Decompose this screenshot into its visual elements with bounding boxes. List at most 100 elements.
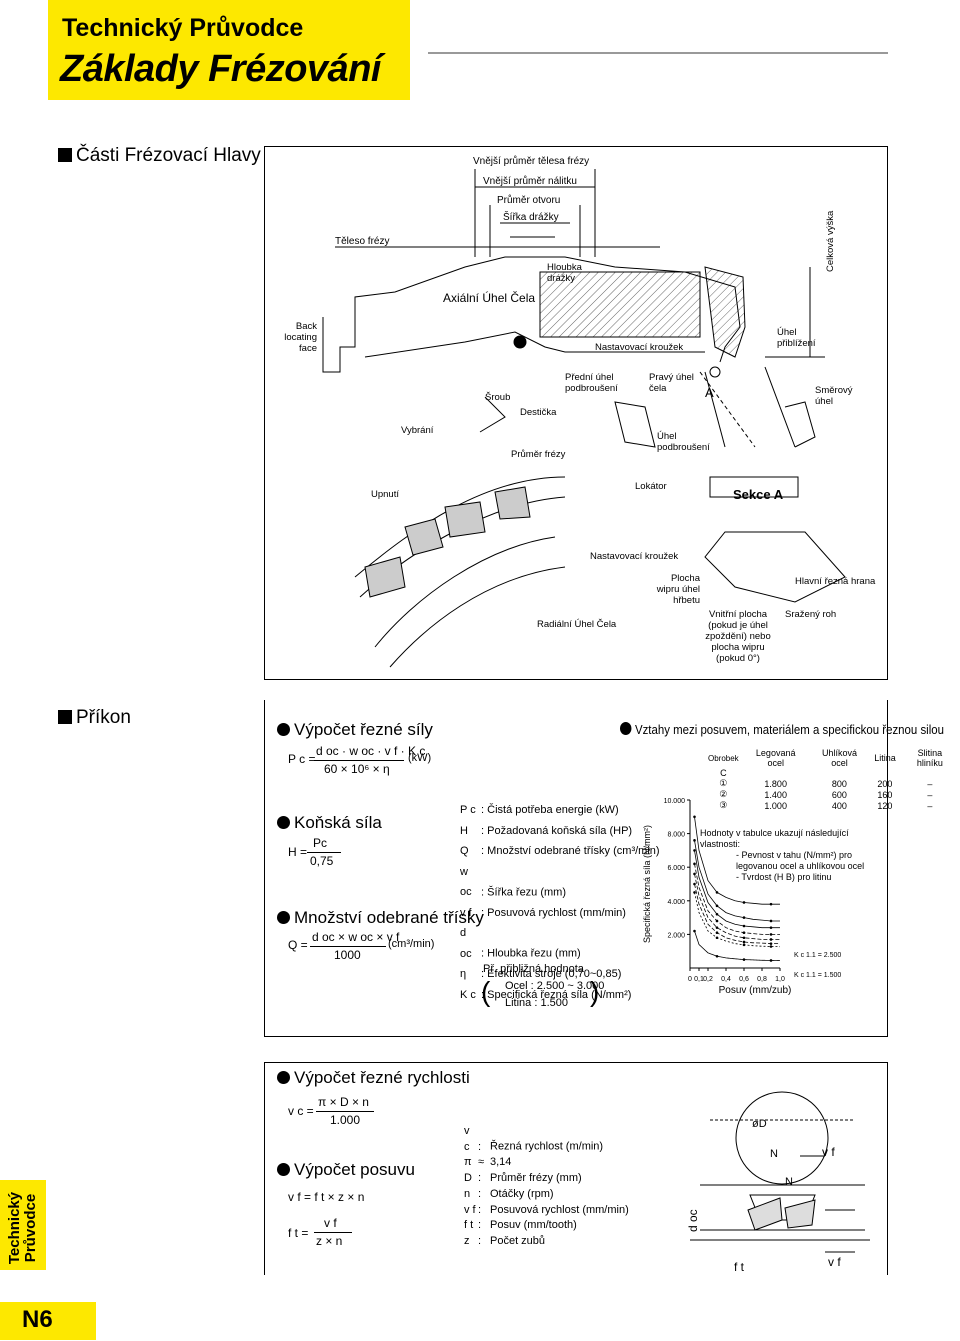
legend-row: v f:Posuvová rychlost (mm/min): [464, 1203, 629, 1216]
data-point: [769, 902, 773, 906]
vf-equation: v f = f t × z × n: [288, 1190, 365, 1204]
data-point: [769, 933, 773, 936]
vc-denominator: 1.000: [330, 1113, 361, 1127]
fraction-bar: [307, 852, 341, 853]
q-numerator: d oc × w oc × v f: [312, 930, 400, 944]
square-bullet-icon: [58, 148, 72, 162]
fraction-bar: [314, 1232, 352, 1233]
label-keyway-depth: Hloubka drážky: [547, 262, 582, 284]
label-front-clearance: Přední úhel podbroušení: [565, 372, 618, 394]
paren-left: (: [481, 976, 491, 1007]
pc-lhs: P c =: [288, 752, 316, 766]
legend-row: z:Počet zubů: [464, 1234, 546, 1247]
data-point: [769, 945, 773, 948]
chart-legend: Obrobek Legovaná ocel Uhlíková ocel Liti…: [704, 748, 960, 811]
bullet-icon: [277, 723, 290, 736]
series-line: [694, 816, 780, 905]
fig-rpm-1: N: [770, 1148, 778, 1160]
legend-row: K c : Specifická řezná síla (N/mm²): [460, 988, 632, 1001]
legend-col-alloy: Legovaná ocel: [755, 748, 796, 768]
legend-col-alu: Slitina hliníku: [916, 748, 943, 768]
legend-row: v c:Řezná rychlost (m/min): [464, 1125, 604, 1153]
fig-diameter: øD: [752, 1118, 767, 1130]
header-rule: [428, 52, 888, 54]
legend-row: n:Otáčky (rpm): [464, 1187, 554, 1200]
legend-row: P c : Čistá potřeba energie (kW): [460, 804, 619, 816]
label-true-rake: Pravý úhel čela: [649, 372, 694, 394]
data-point: [742, 943, 746, 947]
example-cast: Litina : 1.500: [505, 997, 568, 1009]
label-inner-face: Vnitřní plocha (pokud je úhel zpoždění) …: [705, 609, 771, 664]
y-tick-label: 10.000: [664, 798, 686, 805]
data-point: [742, 940, 746, 944]
legend-row: H : Požadovaná koňská síla (HP): [460, 824, 633, 837]
series-line: [694, 850, 780, 929]
series-line: [694, 840, 780, 922]
label-cutter-body: Těleso frézy: [335, 236, 390, 247]
label-axial-rake: Axiální Úhel Čela: [443, 291, 536, 305]
legend-workpiece: Obrobek: [708, 753, 739, 763]
example-title: Př. přibližná hodnota: [483, 963, 584, 975]
label-radial-rake: Radiální Úhel Čela: [537, 619, 617, 630]
x-axis-label: Posuv (mm/zub): [719, 985, 792, 996]
q-lhs: Q =: [288, 938, 308, 952]
chart-heading: Vztahy mezi posuvem, materiálem a specif…: [620, 722, 944, 737]
label-recess: Vybrání: [401, 425, 434, 436]
legend-row: d oc : Hloubka řezu (mm): [460, 927, 581, 960]
label-wiper-flat: Plocha wipru úhel hřbetu: [656, 573, 700, 606]
pc-numerator: d oc · w oc · v f · K c: [316, 744, 426, 758]
kc1-label: K c 1.1 = 2.500: [794, 952, 842, 959]
data-point: [715, 954, 719, 958]
series-line: [694, 892, 781, 948]
header-banner: [48, 0, 410, 100]
speed-legend: v c:Řezná rychlost (m/min) π≈3,14 D:Prům…: [464, 1124, 629, 1250]
x-tick-label: 1,0: [775, 976, 785, 983]
label-insert: Destička: [520, 407, 557, 418]
heading-cutting-speed: Výpočet řezné rychlosti: [277, 1068, 470, 1088]
hp-denominator: 0,75: [310, 854, 334, 868]
label-point-a: A: [705, 385, 714, 400]
bullet-icon: [277, 816, 290, 829]
section-title-power: Příkon: [58, 707, 131, 729]
fig-vf-1: v f: [822, 1145, 835, 1159]
data-point: [742, 924, 746, 928]
data-point: [769, 942, 773, 945]
fraction-bar: [310, 946, 386, 947]
pc-denominator: 60 × 10⁶ × η: [324, 762, 390, 776]
data-point: [693, 872, 696, 876]
y-tick-label: 4.000: [667, 899, 685, 906]
fig-vf-2: v f: [828, 1255, 841, 1269]
label-back-locating-face: Back locating face: [284, 321, 317, 354]
data-point: [769, 938, 773, 941]
chart-note: Hodnoty v tabulce ukazují následující vl…: [700, 828, 865, 882]
legend-row: v f : Posuvová rychlost (mm/min): [460, 906, 626, 919]
hp-numerator: Pc: [313, 836, 328, 850]
cutter-drawing: [322, 169, 846, 668]
page-number: N6: [22, 1306, 53, 1333]
y-tick-label: 6.000: [667, 865, 685, 872]
data-point: [742, 931, 746, 935]
power-frame: [264, 700, 888, 1037]
pc-unit: (kW): [408, 752, 432, 764]
y-tick-label: 2.000: [667, 932, 685, 939]
x-tick-label: 0,6: [739, 976, 749, 983]
ft-numerator: v f: [324, 1216, 337, 1230]
label-keyway-width: Šířka drážky: [503, 212, 559, 223]
q-unit: (cm³/min): [388, 938, 435, 950]
label-chamfer: Sražený roh: [785, 609, 837, 620]
label-approach-angle: Úhel přiblížení: [777, 327, 816, 349]
data-point: [693, 929, 696, 933]
data-point: [693, 849, 696, 852]
fraction-bar: [316, 1111, 374, 1112]
fig-doc: d oc: [686, 1209, 700, 1232]
data-point: [715, 919, 719, 923]
legend-row: f t:Posuv (mm/tooth): [464, 1219, 577, 1232]
side-tab: [0, 1180, 46, 1270]
ft-lhs: f t =: [288, 1226, 309, 1240]
label-locator: Lokátor: [635, 481, 667, 492]
data-point: [715, 931, 719, 935]
page-number-box: [0, 1302, 96, 1340]
data-point: [715, 891, 719, 894]
y-axis-label: Specifická řezná síla (N/mm²): [642, 825, 652, 943]
fig-rpm-2: N: [785, 1176, 793, 1188]
